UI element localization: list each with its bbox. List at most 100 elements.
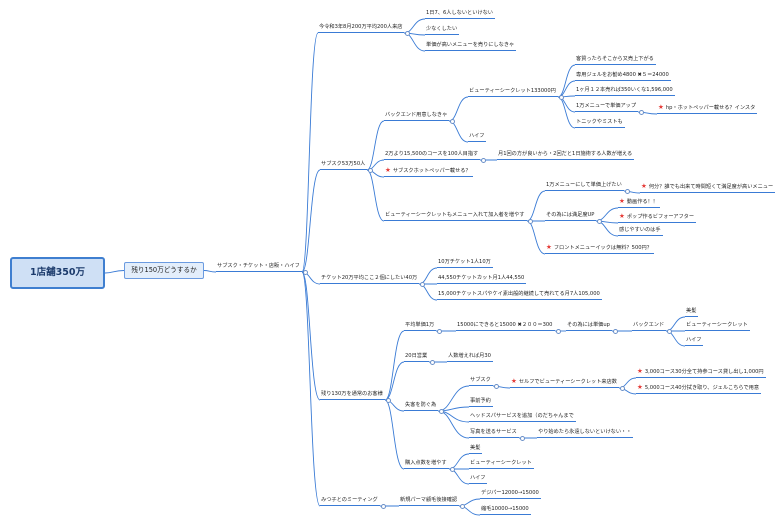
collapse-toggle-icon[interactable] <box>386 397 391 403</box>
collapse-toggle-icon[interactable] <box>559 94 564 100</box>
node-b4-2[interactable]: その為には満足度UP <box>545 212 597 222</box>
node-b4[interactable]: ビューティーシークレットもメニュー入れて加入者を増やす <box>384 212 527 222</box>
collapse-toggle-icon[interactable] <box>597 218 602 224</box>
node-d3-1a1[interactable]: ★3,000コース30分全て持参コース貸し出し1,000円 <box>636 368 766 379</box>
node-c1[interactable]: 10万チケット1人10万 <box>437 259 493 269</box>
node-b1-1e[interactable]: トニックやミストも <box>575 119 625 129</box>
node-b2-1[interactable]: 月1回の方が良いから・2回だと1日施術する人数が増える <box>497 151 635 161</box>
star-icon: ★ <box>619 197 625 205</box>
node-d3-4a[interactable]: やり始めたら永遠しないといけない・・ <box>537 429 634 439</box>
node-b4-2c[interactable]: 感じやすいのは手 <box>618 227 663 237</box>
node-b1-1d1-label: hp・ホットペッパー載せる？インスタ <box>665 105 756 111</box>
node-e1[interactable]: 新規パーマ顧毛後接確認 <box>399 497 460 507</box>
node-e1-1[interactable]: デジパー12000→15000 <box>480 490 541 500</box>
node-d2-1[interactable]: 人数増えれば月30 <box>447 353 493 363</box>
node-b4-3-label: フロントメニューイックは無料？500円？ <box>553 245 652 251</box>
node-b1[interactable]: バックエンド用意しなきゃ <box>384 112 450 122</box>
node-d4[interactable]: 購入点数を増やす <box>404 460 449 470</box>
node-b4-2b[interactable]: ★ポップ作るビフォーアフター <box>618 213 697 224</box>
root-topic[interactable]: 1店舗350万 <box>10 257 105 289</box>
node-d3-3[interactable]: ヘッドスパサービスを追加（のだちゃんまで <box>469 413 576 423</box>
node-b1-1a[interactable]: 客質ったらそこから又売上下がる <box>575 56 656 66</box>
collapse-toggle-icon[interactable] <box>481 157 486 163</box>
collapse-toggle-icon[interactable] <box>430 359 435 365</box>
node-c3[interactable]: 15,000チケットスパやケイ素出般的継続して売れてる月7人105,000 <box>437 291 602 301</box>
collapse-toggle-icon[interactable] <box>528 218 533 224</box>
collapse-toggle-icon[interactable] <box>450 466 455 472</box>
node-b4-2b-label: ポップ作るビフォーアフター <box>626 214 695 220</box>
node-b1-1c[interactable]: 1ヶ月１２本売れば350いくな1,596,000 <box>575 87 675 97</box>
node-d3-1a2[interactable]: ★5,000コース40分拭き取り、ジェルこちらで用意 <box>636 384 762 395</box>
node-b4-3[interactable]: ★フロントメニューイックは無料？500円？ <box>545 244 654 255</box>
node-b4-1[interactable]: 1万メニューにして単価上げたい <box>545 182 624 192</box>
node-a2[interactable]: サブスク53万50人 <box>320 161 368 171</box>
node-d3-4[interactable]: 写真を送るサービス <box>469 429 519 439</box>
node-d4-3[interactable]: ハイフ <box>469 475 488 485</box>
node-b4-1a[interactable]: ★何分？誰でも出来て時間短くて満足度が高いメニュー <box>640 183 776 194</box>
connector-edge <box>301 32 319 273</box>
node-d3-1a-label: セルフでビューティーシークレット来店数 <box>518 379 617 385</box>
node-d4-2[interactable]: ビューティーシークレット <box>469 460 534 470</box>
node-d1-3[interactable]: バックエンド <box>632 322 667 332</box>
collapse-toggle-icon[interactable] <box>520 435 525 441</box>
collapse-toggle-icon[interactable] <box>368 167 373 173</box>
node-d1-1[interactable]: 15000にできると15000 ✖２００＝300 <box>456 322 555 332</box>
collapse-toggle-icon[interactable] <box>439 408 444 414</box>
star-icon: ★ <box>511 377 517 385</box>
node-d1[interactable]: 平均単価1万 <box>404 322 437 332</box>
node-d3-1a[interactable]: ★セルフでビューティーシークレット来店数 <box>510 377 619 389</box>
node-a1-1[interactable]: 1日7、6人しないといけない <box>425 10 495 20</box>
node-d1-3c[interactable]: ハイフ <box>685 337 704 347</box>
node-d1-3b[interactable]: ビューティーシークレット <box>685 322 750 332</box>
node-b1-1d[interactable]: 1万メニューで単価アップ <box>575 103 639 113</box>
node-d2[interactable]: 20日営業 <box>404 353 430 363</box>
star-icon: ★ <box>658 103 664 111</box>
collapse-toggle-icon[interactable] <box>620 385 625 391</box>
node-d4-1[interactable]: 美髪 <box>469 445 483 455</box>
node-a1-2[interactable]: 少なくしたい <box>425 26 460 36</box>
node-c2[interactable]: 44,550チケットカット月1人44,550 <box>437 275 527 285</box>
node-b2[interactable]: 2万より15,500のコースを100人目指す <box>384 151 481 161</box>
node-b1-2[interactable]: ハイフ <box>468 133 487 143</box>
node-d3[interactable]: 失客を防ぐ為 <box>404 402 439 412</box>
connector-edge <box>384 361 405 401</box>
connector-edge <box>301 271 321 507</box>
node-a3[interactable]: チケット20万平均ここ２個にしたい40万 <box>320 275 420 285</box>
collapse-toggle-icon[interactable] <box>405 30 410 36</box>
node-d3-2[interactable]: 事前予約 <box>469 398 493 408</box>
connector-edge <box>366 169 385 222</box>
collapse-toggle-icon[interactable] <box>625 188 630 194</box>
collapse-toggle-icon[interactable] <box>613 328 618 334</box>
connector-edge <box>301 169 321 273</box>
collapse-toggle-icon[interactable] <box>381 503 386 509</box>
connector-edge <box>104 270 125 274</box>
node-b3[interactable]: ★サブスクホットペッパー載せる？ <box>384 167 473 178</box>
collapse-toggle-icon[interactable] <box>460 503 465 509</box>
node-a1-3[interactable]: 単価が高いメニューを売りにしなきゃ <box>425 42 517 52</box>
main-topic[interactable]: 残り150万どうするか <box>124 262 204 279</box>
collapse-toggle-icon[interactable] <box>639 109 644 115</box>
connector-edge <box>526 220 546 255</box>
connector-edge <box>403 32 426 52</box>
node-b1-1[interactable]: ビューティーシークレット133000円 <box>468 88 558 98</box>
collapse-toggle-icon[interactable] <box>667 328 672 334</box>
node-d1-2[interactable]: その為には単価up <box>566 322 612 332</box>
node-a1[interactable]: 今令和3年8月200万平均200人来店 <box>318 24 405 34</box>
node-b1-1d1[interactable]: ★hp・ホットペッパー載せる？インスタ <box>657 103 758 115</box>
node-b4-2a[interactable]: ★動画作る！！ <box>618 197 660 209</box>
node-sub1[interactable]: サブスク・チケット・店販・ハイフ <box>216 263 302 273</box>
collapse-toggle-icon[interactable] <box>303 269 308 275</box>
collapse-toggle-icon[interactable] <box>437 328 442 334</box>
node-d3-1a1-label: 3,000コース30分全て持参コース貸し出し1,000円 <box>644 369 764 375</box>
collapse-toggle-icon[interactable] <box>450 118 455 124</box>
node-e1-2[interactable]: 縮毛10000→15000 <box>480 506 531 516</box>
collapse-toggle-icon[interactable] <box>556 328 561 334</box>
collapse-toggle-icon[interactable] <box>494 383 499 389</box>
node-b1-1b[interactable]: 専用ジェルをお勧め4800 ✖５＝24000 <box>575 72 671 82</box>
connector-edge <box>366 120 385 171</box>
node-a5[interactable]: みつ子とのミーティング <box>320 497 380 507</box>
node-d1-3a[interactable]: 美髪 <box>685 308 699 318</box>
collapse-toggle-icon[interactable] <box>420 281 425 287</box>
node-a4[interactable]: 残り130万を通常のお客様 <box>320 391 385 401</box>
node-d3-1[interactable]: サブスク <box>469 377 493 387</box>
